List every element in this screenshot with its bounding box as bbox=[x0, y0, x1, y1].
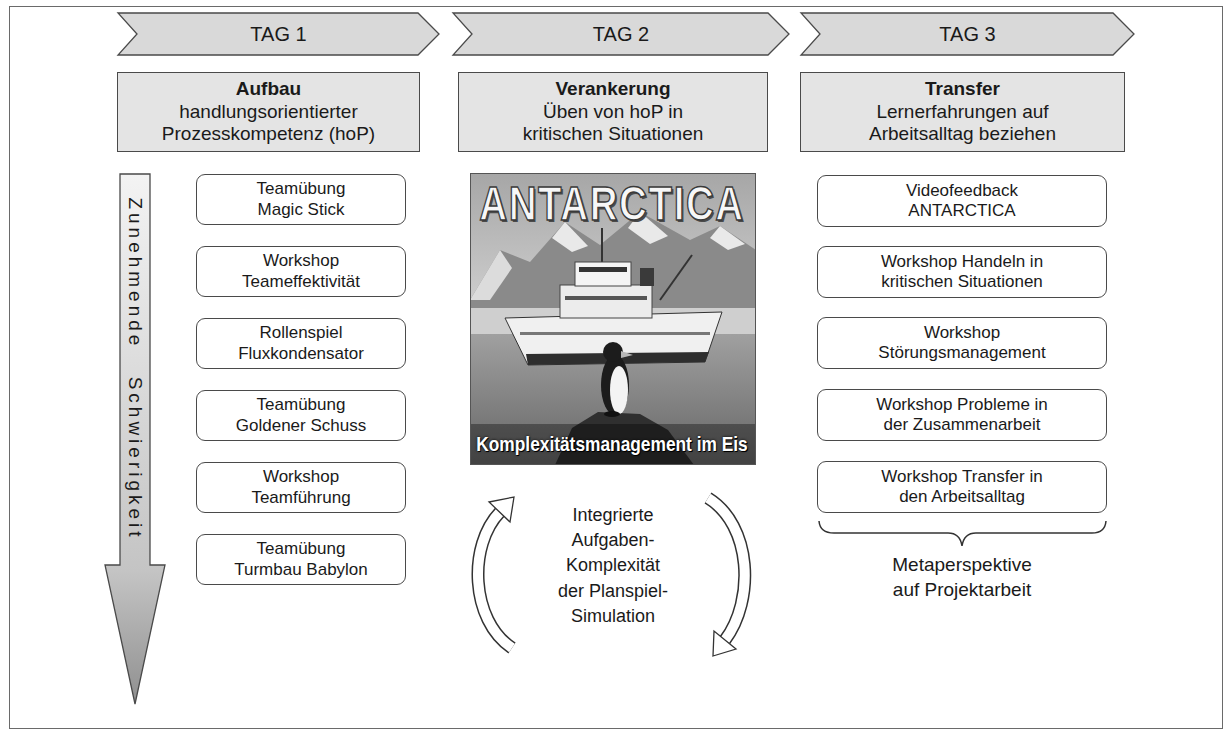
day-chevron: TAG 1 bbox=[117, 12, 440, 56]
penguin-feet bbox=[604, 411, 620, 417]
ship-windows bbox=[565, 296, 647, 300]
phase-title: Aufbau bbox=[236, 78, 301, 101]
day-chevron: TAG 2 bbox=[452, 12, 790, 56]
workshop-label: Workshop Handeln in kritischen Situation… bbox=[880, 252, 1045, 293]
workshop-box: Workshop Probleme in der Zusammenarbeit bbox=[817, 389, 1107, 441]
workshop-box: Workshop Störungsmanagement bbox=[817, 317, 1107, 369]
snow bbox=[470, 250, 512, 300]
exercise-box: Workshop Teameffektivität bbox=[196, 246, 406, 297]
ship-windows bbox=[579, 267, 627, 272]
ship-deckhouse bbox=[560, 285, 652, 318]
exercise-label: Teamübung Goldener Schuss bbox=[235, 395, 368, 436]
workshop-label: Videofeedback ANTARCTICA bbox=[905, 181, 1020, 222]
ship-mast bbox=[601, 228, 603, 262]
chevron-outline bbox=[118, 13, 439, 55]
cycle-arrow-head bbox=[713, 631, 736, 656]
cycle-arrows bbox=[478, 497, 745, 656]
cycle-arrow-outline bbox=[478, 512, 512, 648]
caption-band bbox=[470, 424, 756, 465]
curly-brace bbox=[819, 521, 1106, 546]
day-label: TAG 3 bbox=[939, 22, 995, 46]
exercise-label: Teamübung Turmbau Babylon bbox=[233, 539, 369, 580]
exercise-label: Teamübung Magic Stick bbox=[256, 179, 347, 220]
day-label: TAG 2 bbox=[593, 22, 649, 46]
phase-description: Lernerfahrungen auf Arbeitsalltag bezieh… bbox=[868, 101, 1057, 147]
penguin-head bbox=[603, 342, 623, 362]
exercise-label: Workshop Teameffektivität bbox=[241, 251, 361, 292]
exercise-box: Teamübung Turmbau Babylon bbox=[196, 534, 406, 585]
ship-portholes bbox=[520, 332, 710, 335]
exercise-box: Workshop Teamführung bbox=[196, 462, 406, 513]
cycle-arrow-fill bbox=[708, 498, 745, 640]
phase-title: Transfer bbox=[925, 78, 1000, 101]
arrow-outline bbox=[105, 174, 165, 704]
chevron-outline bbox=[453, 13, 789, 55]
phase-title: Verankerung bbox=[555, 78, 670, 101]
workshop-label: Workshop Transfer in den Arbeitsalltag bbox=[880, 467, 1044, 508]
arrow-label: Zunehmende Schwierigkeit bbox=[124, 197, 146, 540]
picture-title: ANTARCTICA bbox=[478, 180, 746, 228]
workshop-label: Workshop Störungsmanagement bbox=[877, 323, 1047, 364]
cycle-arrow-outline bbox=[708, 498, 745, 640]
workshop-box: Videofeedback ANTARCTICA bbox=[817, 175, 1107, 227]
workshop-label: Workshop Probleme in der Zusammenarbeit bbox=[875, 395, 1049, 436]
ship-crane bbox=[660, 255, 692, 300]
picture-subtitle: Komplexitätsmanagement im Eis bbox=[475, 433, 749, 454]
picture-frame bbox=[471, 174, 756, 465]
day-chevron: TAG 3 bbox=[800, 12, 1135, 56]
difficulty-arrow: Zunehmende Schwierigkeit bbox=[104, 173, 166, 705]
exercise-label: Rollenspiel Fluxkondensator bbox=[237, 323, 365, 364]
exercise-box: Rollenspiel Fluxkondensator bbox=[196, 318, 406, 369]
exercise-box: Teamübung Magic Stick bbox=[196, 174, 406, 225]
ship-hull bbox=[505, 312, 722, 365]
workshop-box: Workshop Transfer in den Arbeitsalltag bbox=[817, 461, 1107, 513]
phase-header: Aufbauhandlungsorientierter Prozesskompe… bbox=[117, 72, 420, 152]
day-label: TAG 1 bbox=[250, 22, 306, 46]
phase-header: TransferLernerfahrungen auf Arbeitsallta… bbox=[800, 72, 1125, 152]
antarctica-picture bbox=[470, 173, 756, 465]
chevron-outline bbox=[801, 13, 1134, 55]
ship-bridge bbox=[575, 262, 631, 286]
phase-description: Üben von hoP in kritischen Situationen bbox=[522, 101, 705, 147]
exercise-label: Workshop Teamführung bbox=[250, 467, 352, 508]
penguin-belly bbox=[610, 366, 628, 414]
snow bbox=[710, 226, 745, 250]
penguin-beak bbox=[621, 351, 633, 358]
workshop-box: Workshop Handeln in kritischen Situation… bbox=[817, 246, 1107, 298]
brace-caption: Metaperspektive auf Projektarbeit bbox=[891, 553, 1033, 602]
phase-header: VerankerungÜben von hoP in kritischen Si… bbox=[458, 72, 768, 152]
water bbox=[470, 334, 756, 465]
ship-funnel bbox=[640, 268, 654, 286]
cycle-arrow-fill bbox=[478, 512, 512, 648]
penguin-body bbox=[601, 355, 629, 415]
cycle-caption: Integrierte Aufgaben- Komplexität der Pl… bbox=[557, 503, 670, 629]
exercise-box: Teamübung Goldener Schuss bbox=[196, 390, 406, 441]
outer-frame bbox=[10, 7, 1223, 729]
phase-description: handlungsorientierter Prozesskompetenz (… bbox=[161, 101, 377, 147]
cycle-arrow-head bbox=[489, 497, 514, 522]
